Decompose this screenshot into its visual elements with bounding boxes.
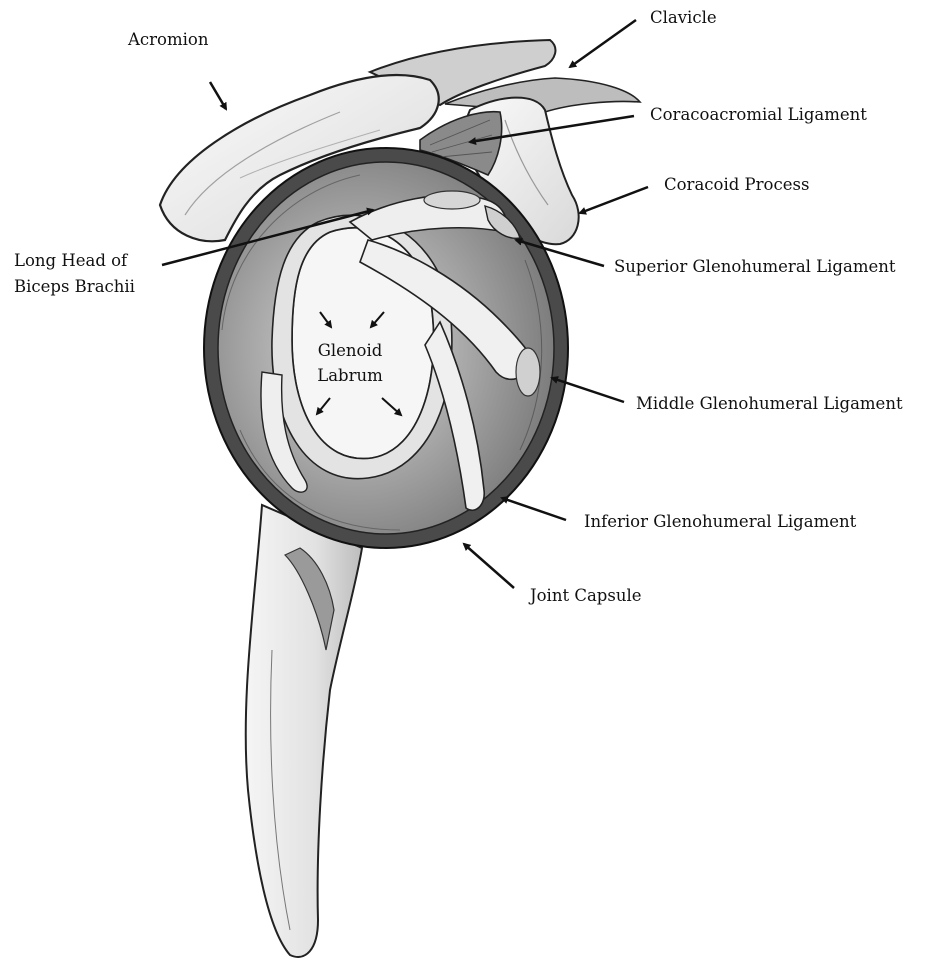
leader-joint-capsule [464, 544, 514, 588]
label-long-head-line2: Biceps Brachii [14, 277, 135, 296]
label-acromion: Acromion [127, 30, 209, 49]
label-glenoid-line2: Labrum [317, 366, 383, 385]
leader-inferior-gh [502, 498, 566, 520]
label-inferior-glenohumeral-ligament: Inferior Glenohumeral Ligament [584, 512, 857, 531]
leader-coracoid [580, 187, 648, 213]
label-long-head-line1: Long Head of [14, 251, 129, 270]
label-superior-glenohumeral-ligament: Superior Glenohumeral Ligament [614, 257, 896, 276]
label-joint-capsule: Joint Capsule [528, 586, 642, 605]
label-glenoid-line1: Glenoid [318, 341, 383, 360]
label-middle-glenohumeral-ligament: Middle Glenohumeral Ligament [636, 394, 903, 413]
label-coracoid-process: Coracoid Process [664, 175, 809, 194]
label-coracoacromial-ligament: Coracoacromial Ligament [650, 105, 867, 124]
label-clavicle: Clavicle [650, 8, 717, 27]
scapula-lateral-border [246, 505, 362, 957]
leader-clavicle [570, 20, 636, 67]
leader-acromion [210, 82, 226, 109]
